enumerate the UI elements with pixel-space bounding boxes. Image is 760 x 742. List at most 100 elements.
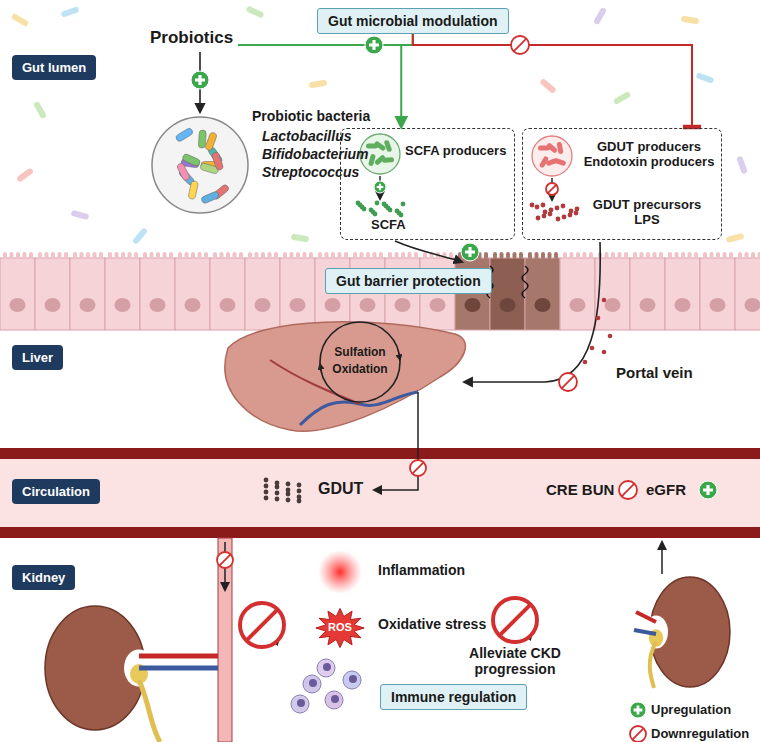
epithelial-cell: [560, 258, 595, 330]
microvillus: [535, 252, 539, 259]
connector: [413, 34, 692, 127]
gdut-dot: [297, 489, 302, 494]
gdut-dot: [574, 211, 579, 216]
scfa-bacterium: [368, 154, 376, 167]
cell-nucleus: [500, 298, 516, 312]
upregulation-symbol: [365, 36, 383, 54]
gdut-dot: [264, 490, 269, 495]
bacterium: [681, 15, 700, 24]
microvillus: [220, 252, 224, 259]
gdut-dot: [542, 214, 547, 219]
microvillus: [93, 252, 97, 259]
plus-sign: [369, 40, 379, 50]
microvillus: [121, 252, 125, 259]
probiotic-bacterium: [176, 162, 190, 181]
cell-nucleus: [640, 298, 656, 312]
group-box: GDUT producers Endotoxin producersGDUT p…: [522, 128, 722, 240]
gdut-bacterium: [554, 158, 567, 167]
microvillus: [589, 252, 593, 259]
microvillus: [563, 252, 567, 259]
upregulation-symbol: [374, 181, 386, 193]
text-label: Portal vein: [616, 364, 693, 381]
text-label: Oxidative stress: [378, 616, 486, 632]
node-text: Gut microbial modulation: [328, 13, 498, 29]
scfa-dot: [401, 202, 406, 207]
microvillus: [583, 252, 587, 259]
microvillus: [29, 252, 33, 259]
microvillus: [45, 252, 49, 259]
liver: [225, 322, 466, 431]
bacterium: [71, 210, 90, 220]
microvillus: [226, 252, 230, 259]
kidney-to-blood-arrow: [661, 542, 663, 574]
microvillus: [38, 252, 42, 259]
text-label: Alleviate CKD progression: [455, 645, 575, 677]
microvillus: [694, 252, 698, 259]
epithelial-cell: [630, 258, 665, 330]
microvillus: [178, 252, 182, 259]
immune-cell: [343, 671, 361, 689]
group-box: SCFA producersSCFA: [340, 128, 515, 240]
microvillus: [570, 252, 574, 259]
vessel-wall: [0, 448, 760, 459]
microvillus: [408, 252, 412, 259]
microvillus: [493, 252, 497, 259]
plus-sign: [634, 706, 643, 715]
probiotic-bacterium: [182, 153, 201, 167]
gdut-bacterium: [556, 142, 563, 155]
cell-nucleus: [80, 298, 96, 312]
process-box: Gut microbial modulation: [317, 8, 509, 34]
microvillus: [134, 252, 138, 259]
portal-vein-arrow: [464, 242, 600, 382]
microvillus: [506, 252, 510, 259]
microvillus: [64, 252, 68, 259]
scfa-dot: [399, 213, 404, 218]
microvillus: [128, 252, 132, 259]
text-label: Oxidation: [320, 362, 400, 376]
bacterium: [593, 7, 607, 26]
cell-nucleus: [605, 298, 621, 312]
gdut-producer-circle: [532, 136, 572, 176]
gdut-dot: [543, 210, 548, 215]
microvillus: [16, 252, 20, 259]
node-text: Gut lumen: [22, 60, 86, 75]
text-label: CRE BUN: [546, 481, 614, 498]
microvillus: [633, 252, 637, 259]
epithelium: [0, 258, 760, 330]
microvillus: [213, 252, 217, 259]
metabolism-cycle: [320, 322, 400, 402]
cell-nucleus: [465, 298, 481, 312]
microvillus: [401, 252, 405, 259]
text-label: GDUT: [318, 480, 363, 498]
microvillus: [58, 252, 62, 259]
microvillus: [303, 252, 307, 259]
downregulation-symbol: [240, 603, 284, 647]
microvillus: [576, 252, 580, 259]
microvillus: [248, 252, 252, 259]
scfa-dot: [373, 212, 378, 217]
scfa-to-barrier-arrow: [395, 241, 462, 262]
immune-cell-nucleus: [323, 663, 331, 671]
process-box: Gut barrier protection: [325, 268, 492, 294]
gdut-dot: [264, 478, 269, 483]
downregulation-symbol: [619, 481, 637, 499]
section-label: Liver: [12, 345, 63, 370]
section-label: Gut lumen: [12, 55, 96, 80]
microvillus: [500, 252, 504, 259]
epithelial-cell: [140, 258, 175, 330]
node-text: Immune regulation: [391, 689, 516, 705]
upregulation-symbol: [191, 71, 209, 89]
epithelial-cell: [105, 258, 140, 330]
upregulation-symbol: [699, 481, 717, 499]
epithelial-cell: [0, 258, 35, 330]
bacterium: [613, 91, 632, 105]
downregulation-symbol: [217, 552, 233, 568]
bacterium: [309, 79, 328, 88]
microvillus: [261, 252, 265, 259]
text-label: Probiotic bacteria: [252, 108, 370, 124]
renal-vessel: [218, 538, 232, 742]
microvillus: [73, 252, 77, 259]
node-text: Liver: [22, 350, 53, 365]
immune-cell: [325, 691, 343, 709]
toxin-dot: [596, 316, 601, 321]
